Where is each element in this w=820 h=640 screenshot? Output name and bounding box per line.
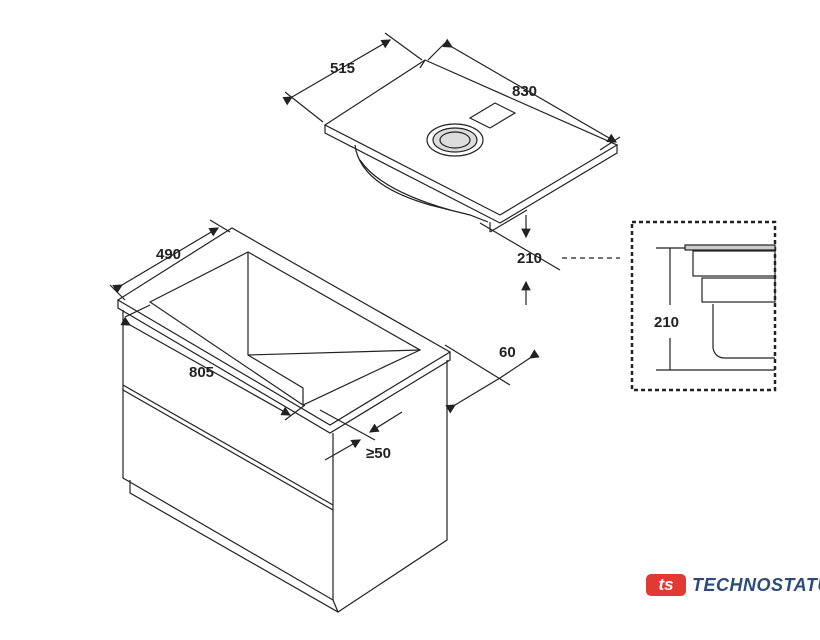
cutout-depth-label: 490 <box>156 246 182 263</box>
detail-view <box>630 220 777 392</box>
detail-height-label: 210 <box>654 314 680 331</box>
logo-mark: ts <box>646 574 686 596</box>
cutout-width-label: 805 <box>189 364 215 381</box>
technostatus-logo: ts TECHNOSTATUS <box>646 574 820 596</box>
cabinet-drawing <box>116 227 452 613</box>
hob-width-label: 830 <box>512 83 538 100</box>
logo-text: TECHNOSTATUS <box>692 574 820 595</box>
hob-drawing <box>323 59 619 233</box>
hob-height-label: 210 <box>517 250 543 267</box>
hob-depth-label: 515 <box>330 60 356 77</box>
front-gap-label: ≥50 <box>366 445 391 462</box>
rear-gap-label: 60 <box>499 344 516 361</box>
